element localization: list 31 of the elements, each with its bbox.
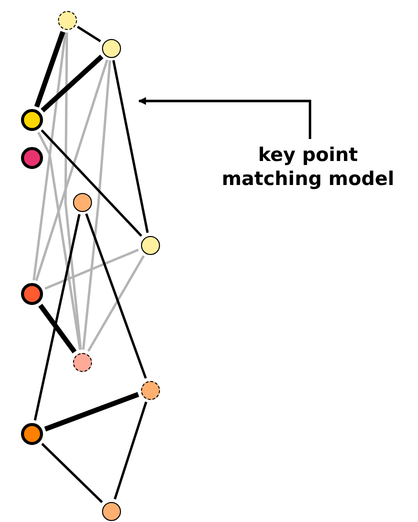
keypoint-circle — [21, 109, 43, 131]
keypoint-circle — [21, 283, 43, 305]
keypoint-circle — [72, 352, 92, 372]
match-line — [32, 32, 67, 280]
match-line — [40, 129, 142, 237]
keypoint-circle — [72, 192, 92, 212]
match-line — [87, 255, 145, 352]
match-line — [41, 442, 103, 504]
keypoint-circle — [58, 10, 76, 30]
match-line — [112, 60, 149, 233]
match-line — [44, 248, 139, 290]
match-line — [35, 60, 108, 282]
match-line — [82, 60, 112, 350]
arrow — [138, 97, 312, 139]
model-label: key point matching model — [212, 143, 404, 191]
match-line — [64, 32, 82, 350]
keypoint-circle — [21, 147, 43, 169]
match-line — [38, 304, 77, 354]
keypoint-circle — [21, 423, 43, 445]
match-line — [40, 54, 104, 112]
keypoint-circle — [102, 502, 120, 520]
match-line — [34, 214, 81, 421]
match-line — [114, 402, 148, 500]
match-line — [37, 132, 82, 350]
keypoint-circle — [102, 38, 120, 58]
keypoint-circle — [140, 236, 160, 254]
keypoint-circle — [140, 380, 160, 400]
match-line — [85, 213, 147, 379]
match-line — [44, 392, 140, 432]
match-line — [76, 26, 102, 42]
match-line — [34, 30, 66, 108]
